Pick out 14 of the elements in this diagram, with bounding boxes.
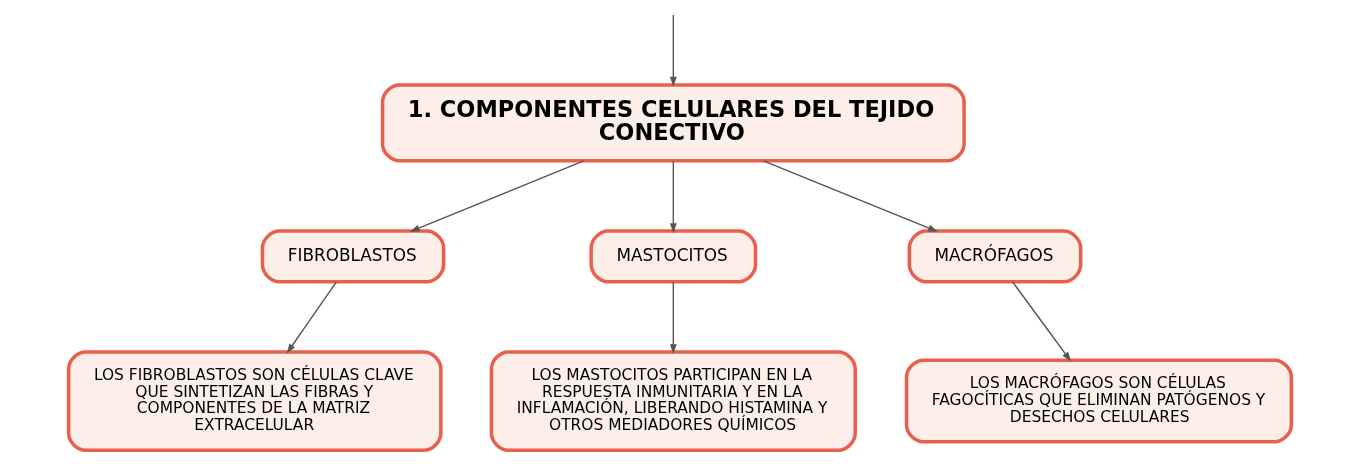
arrow [669, 281, 677, 354]
node-box: LOS MACRÓFAGOS SON CÉLULAS FAGOCÍTICAS QUE ELIMINAN PATÓGENOS Y DESECHOS CELULARES [904, 358, 1293, 444]
node-box: FIBROBLASTOS [260, 229, 445, 284]
node-box: LOS MASTOCITOS PARTICIPAN EN LA RESPUESTA INMUNITARIA Y EN LA INFLAMACIÓN, LIBERANDO HISTAMINA Y OTROS MEDIADORES QUÍMICOS [489, 350, 857, 452]
node-box: MASTOCITOS [588, 229, 757, 284]
node-box: LOS FIBROBLASTOS SON CÉLULAS CLAVE QUE SINTETIZAN LAS FIBRAS Y COMPONENTES DE LA MATRIZ EXTRACELULAR [66, 350, 443, 452]
node-box: 1. COMPONENTES CELULARES DEL TEJIDO CONECTIVO [380, 83, 966, 163]
arrow [409, 160, 584, 232]
node-box: MACRÓFAGOS [907, 229, 1082, 284]
arrow [762, 160, 938, 232]
arrow [669, 160, 677, 234]
arrow [286, 281, 337, 354]
arrow [669, 14, 677, 87]
arrow [1011, 281, 1071, 362]
